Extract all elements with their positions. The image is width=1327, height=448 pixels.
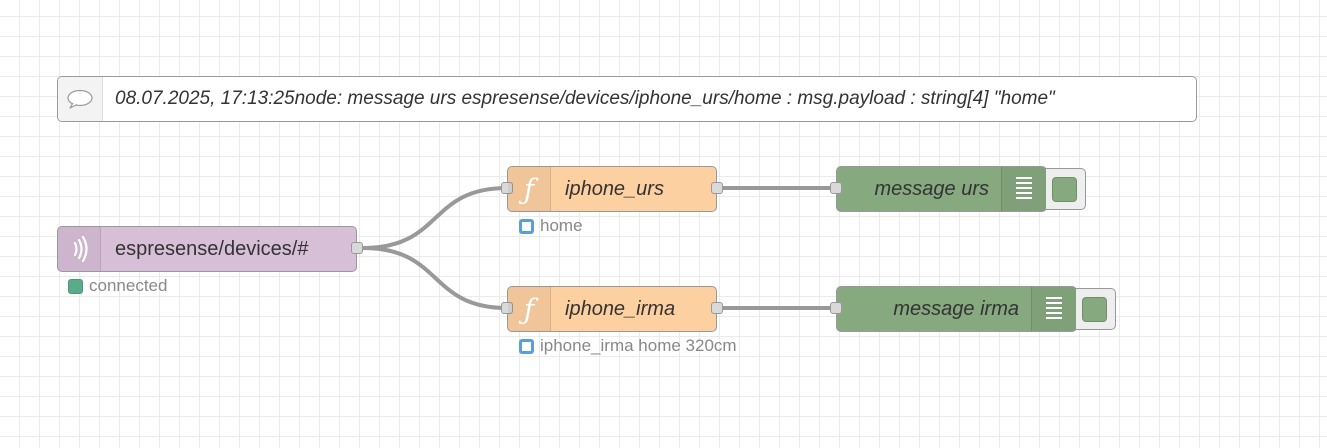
wire-mqtt-to-urs[interactable]	[362, 186, 508, 250]
debug-irma-toggle-button[interactable]	[1076, 288, 1116, 330]
status-ring-icon	[519, 338, 534, 354]
debug-irma-input-port[interactable]	[830, 302, 842, 314]
speech-bubble-icon	[58, 77, 103, 121]
comment-node[interactable]: 08.07.2025, 17:13:25node: message urs es…	[57, 76, 1197, 122]
bridge-wifi-icon	[58, 227, 101, 271]
status-ring-icon	[519, 218, 534, 234]
urs-node-label: iphone_urs	[565, 177, 664, 200]
urs-output-port[interactable]	[711, 182, 723, 194]
urs-status: home	[519, 216, 583, 236]
toggle-square-icon	[1052, 177, 1077, 202]
debug-node-irma[interactable]: message irma	[830, 286, 1077, 332]
debug-list-icon	[1001, 167, 1046, 211]
mqtt-status-text: connected	[89, 276, 168, 295]
function-node-irma[interactable]: ƒ iphone_irma	[501, 286, 723, 332]
comment-text: 08.07.2025, 17:13:25node: message urs es…	[115, 88, 1055, 109]
irma-input-port[interactable]	[501, 302, 513, 314]
debug-list-icon	[1031, 287, 1076, 331]
function-icon: ƒ	[508, 287, 551, 331]
debug-urs-label: message urs	[874, 177, 990, 200]
function-node-urs[interactable]: ƒ iphone_urs	[501, 166, 723, 212]
debug-irma-label: message irma	[893, 297, 1019, 320]
debug-node-urs[interactable]: message urs	[830, 166, 1047, 212]
urs-status-text: home	[540, 216, 583, 235]
irma-status: iphone_irma home 320cm	[519, 336, 737, 356]
irma-node-label: iphone_irma	[565, 297, 676, 320]
function-icon: ƒ	[508, 167, 551, 211]
status-dot-icon	[68, 278, 83, 294]
mqtt-output-port[interactable]	[351, 242, 363, 254]
mqtt-status: connected	[68, 276, 167, 296]
irma-status-text: iphone_irma home 320cm	[540, 336, 737, 355]
irma-output-port[interactable]	[711, 302, 723, 314]
urs-input-port[interactable]	[501, 182, 513, 194]
debug-urs-toggle-button[interactable]	[1046, 168, 1086, 210]
wire-mqtt-to-irma[interactable]	[362, 246, 508, 310]
mqtt-in-node[interactable]: espresense/devices/#	[57, 226, 363, 272]
debug-urs-input-port[interactable]	[830, 182, 842, 194]
mqtt-node-label: espresense/devices/#	[115, 237, 309, 260]
toggle-square-icon	[1082, 297, 1107, 322]
